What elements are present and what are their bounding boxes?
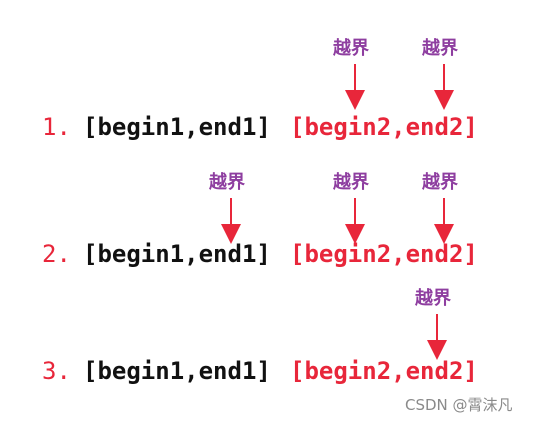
- row2-range1: [begin1,end1]: [83, 240, 271, 268]
- row2-number: 2.: [42, 240, 71, 268]
- row3-range2: [begin2,end2]: [290, 357, 478, 385]
- watermark: CSDN @霄沫凡: [405, 396, 513, 414]
- row1-range2: [begin2,end2]: [290, 113, 478, 141]
- row1-label-1: 越界: [333, 38, 369, 59]
- row3-range1: [begin1,end1]: [83, 357, 271, 385]
- row2-label-1: 越界: [209, 172, 245, 193]
- row2-label-2: 越界: [333, 172, 369, 193]
- row2-label-3: 越界: [422, 172, 458, 193]
- row3-number: 3.: [42, 357, 71, 385]
- row1-label-2: 越界: [422, 38, 458, 59]
- row3-label-1: 越界: [415, 288, 451, 309]
- row1-number: 1.: [42, 113, 71, 141]
- row2-range2: [begin2,end2]: [290, 240, 478, 268]
- row1-range1: [begin1,end1]: [83, 113, 271, 141]
